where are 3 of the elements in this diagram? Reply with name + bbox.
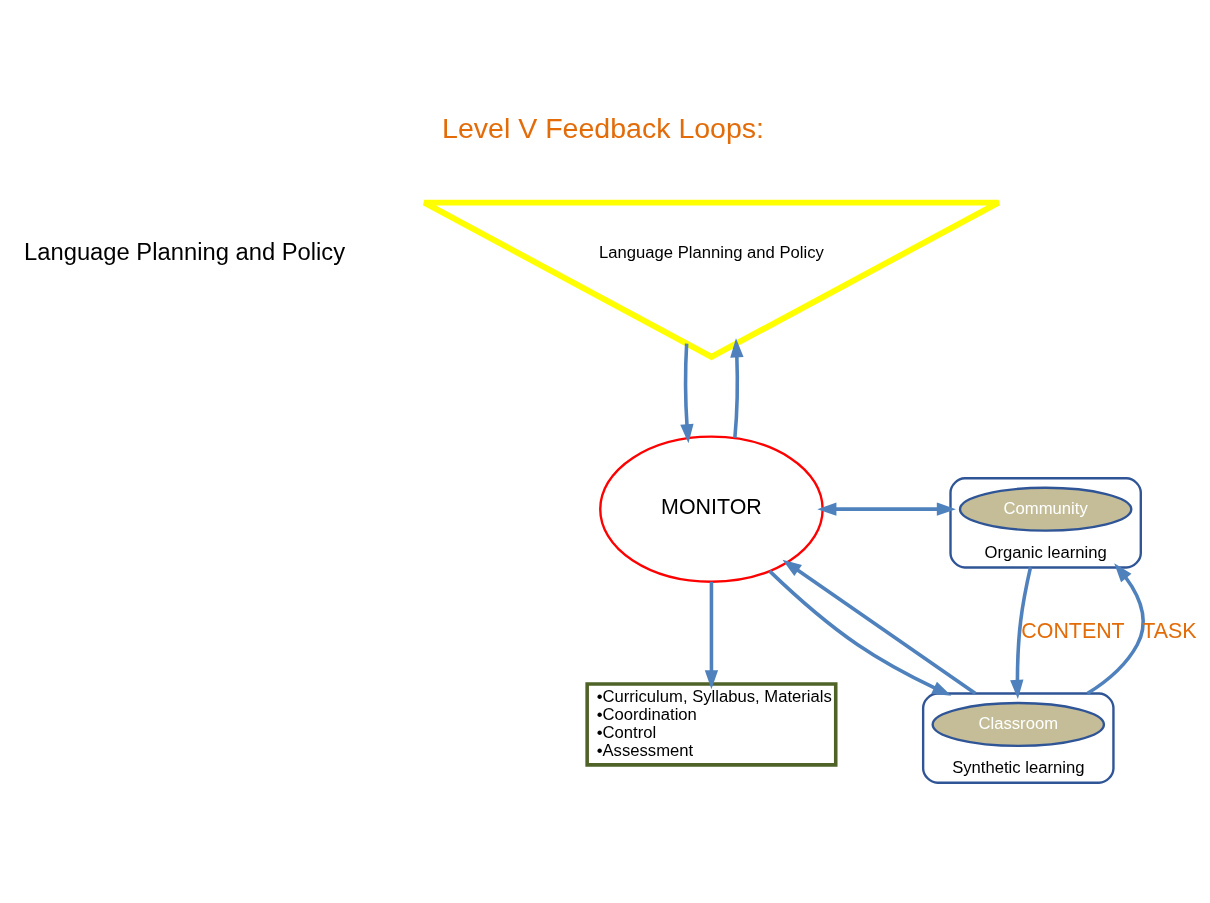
label: Language Planning and Policy <box>24 238 346 266</box>
edge-label: CONTENT <box>1021 619 1125 644</box>
diagram-title: Level V Feedback Loops: <box>442 112 765 145</box>
